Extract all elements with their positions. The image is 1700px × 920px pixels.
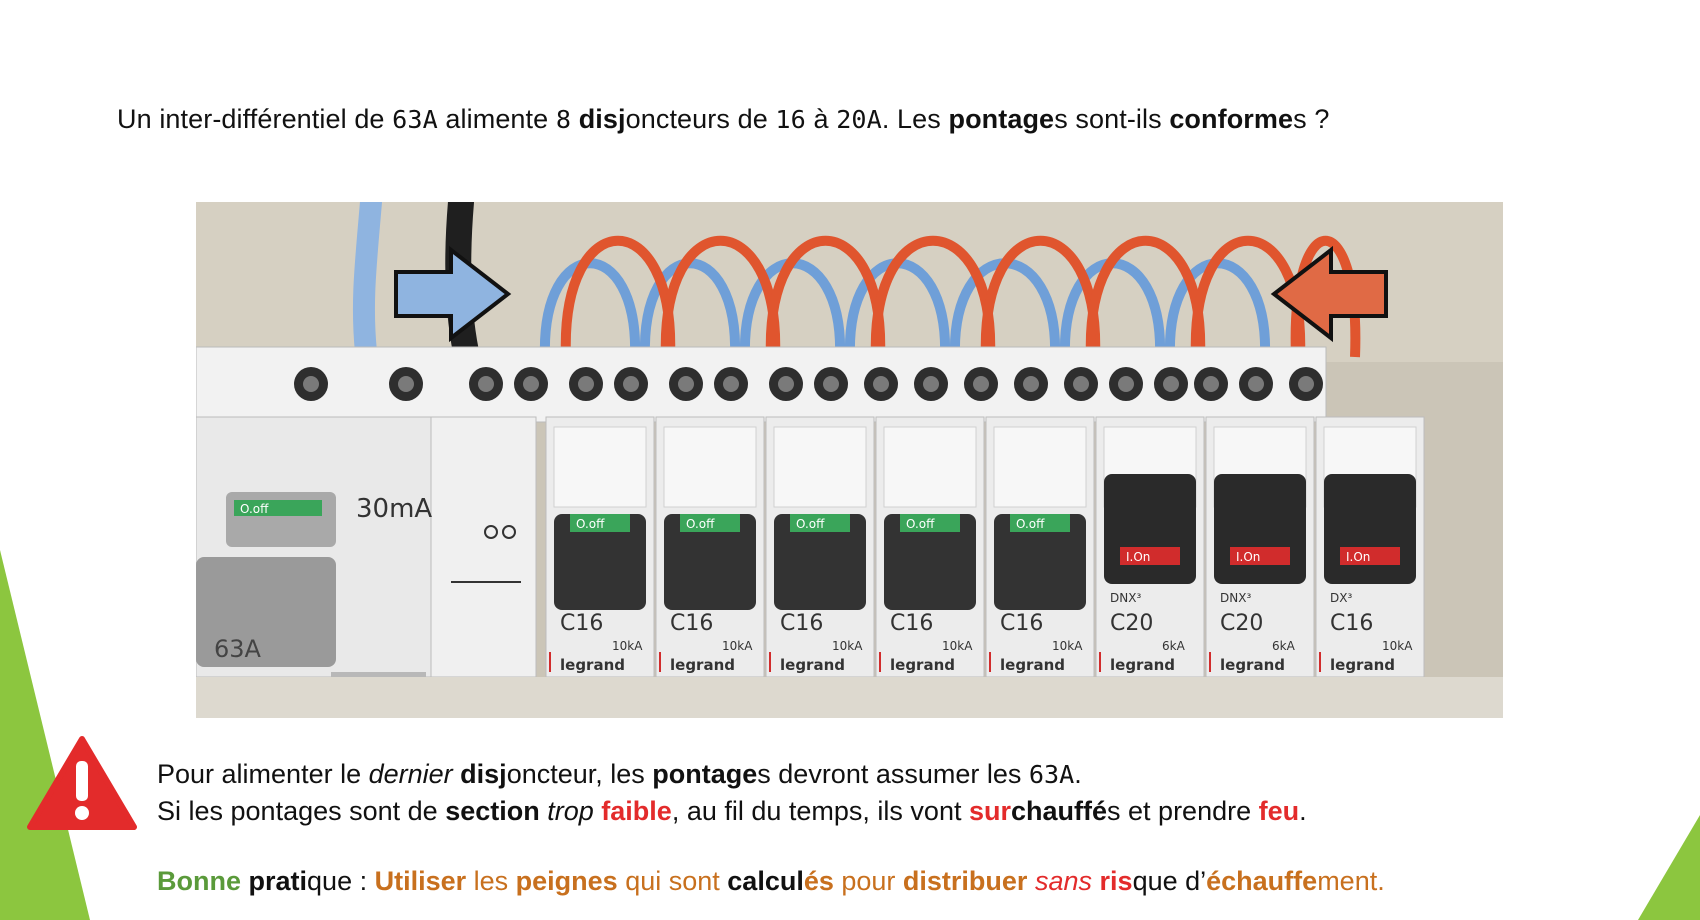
feed-cable-blue (352, 202, 382, 363)
breaker-rating: C16 (1000, 611, 1043, 636)
terminal-screw-head (778, 376, 794, 392)
breaker-series: DNX³ (1110, 591, 1141, 605)
breaker-handle-indicator (570, 514, 630, 532)
breaker-brand: legrand (1110, 656, 1175, 674)
question-text: Un inter-différentiel de 63A alimente 8 … (117, 104, 1330, 134)
breaker-handle (664, 514, 756, 610)
terminal-screw-head (723, 376, 739, 392)
breaker-handle-indicator (790, 514, 850, 532)
terminal-screw-head (523, 376, 539, 392)
breaker-handle (1214, 474, 1306, 584)
terminal-screw-head (923, 376, 939, 392)
breaker-rating: C16 (1330, 611, 1373, 636)
breaker-handle-indicator (1120, 547, 1180, 565)
rcd-handle-indicator (234, 500, 322, 516)
rcd-diagram-node (484, 525, 498, 539)
breaker-handle-indicator (1230, 547, 1290, 565)
breaker-handle-indicator (680, 514, 740, 532)
terminal-screw-head (1248, 376, 1264, 392)
terminal-screw-head (823, 376, 839, 392)
terminal-screw-head (478, 376, 494, 392)
terminal-screw-head (1163, 376, 1179, 392)
breaker-capacity: 10kA (1052, 639, 1083, 653)
breaker-cover (663, 426, 757, 508)
breaker-brand: legrand (1330, 656, 1395, 674)
breaker-brand: legrand (890, 656, 955, 674)
terminal-screw-head (578, 376, 594, 392)
terminal-screw-head (623, 376, 639, 392)
terminal-screw-head (973, 376, 989, 392)
breaker-handle (554, 514, 646, 610)
breaker-handle (1324, 474, 1416, 584)
rcd-lever (196, 557, 336, 667)
breaker-brand: legrand (780, 656, 845, 674)
terminal-screw-head (873, 376, 889, 392)
breaker-rating: C16 (670, 611, 713, 636)
breaker-handle-label: O.off (1016, 517, 1045, 531)
breaker-handle-label: O.off (576, 517, 605, 531)
breaker-cover (883, 426, 977, 508)
breaker-capacity: 6kA (1162, 639, 1186, 653)
rcd-handle-label: O.off (240, 502, 269, 516)
breaker-series: DX³ (1330, 591, 1352, 605)
good-practice-tip: Bonne pratique : Utiliser les peignes qu… (157, 866, 1385, 896)
warning-triangle-icon (27, 736, 137, 830)
orange-arrow-icon (1270, 245, 1388, 343)
terminal-screw-head (1298, 376, 1314, 392)
breaker-capacity: 10kA (942, 639, 973, 653)
breaker-handle-label: O.off (906, 517, 935, 531)
breaker-cover (993, 426, 1087, 508)
breaker-cover (553, 426, 647, 508)
breaker-handle (884, 514, 976, 610)
rcd-diagram-node (502, 525, 516, 539)
breaker-rating: C20 (1220, 611, 1263, 636)
terminal-screw-head (398, 376, 414, 392)
breaker-handle-indicator (1010, 514, 1070, 532)
terminal-screw-head (1203, 376, 1219, 392)
breaker-brand: legrand (670, 656, 735, 674)
breaker-handle-label: I.On (1346, 550, 1370, 564)
breaker-handle-label: O.off (796, 517, 825, 531)
breaker-handle (774, 514, 866, 610)
green-corner-decoration-left (0, 550, 90, 920)
terminal-screw-head (1118, 376, 1134, 392)
terminal-screw-head (1023, 376, 1039, 392)
breaker-rating: C20 (1110, 611, 1153, 636)
breaker-handle (1104, 474, 1196, 584)
breaker-capacity: 10kA (612, 639, 643, 653)
breaker-series: DNX³ (1220, 591, 1251, 605)
terminal-screw-head (678, 376, 694, 392)
breaker-capacity: 10kA (722, 639, 753, 653)
rcd-sensitivity: 30mA (356, 494, 432, 524)
breaker-handle (994, 514, 1086, 610)
terminal-screw-head (303, 376, 319, 392)
blue-arrow-icon (394, 245, 512, 343)
breaker-brand: legrand (1220, 656, 1285, 674)
breaker-rating: C16 (890, 611, 933, 636)
breaker-handle-label: I.On (1236, 550, 1260, 564)
explanation-line-1: Pour alimenter le dernier disjoncteur, l… (157, 759, 1082, 789)
breaker-brand: legrand (560, 656, 625, 674)
breaker-handle-label: O.off (686, 517, 715, 531)
breaker-capacity: 10kA (832, 639, 863, 653)
rcd-rating: 63A (214, 635, 262, 663)
breaker-rating: C16 (560, 611, 603, 636)
panel-rail (196, 677, 1503, 718)
breaker-cover (773, 426, 867, 508)
breaker-handle-indicator (1340, 547, 1400, 565)
terminal-screw-head (1073, 376, 1089, 392)
rcd-test-module (430, 416, 537, 678)
breaker-rating: C16 (780, 611, 823, 636)
green-corner-decoration-right (1638, 815, 1700, 920)
breaker-handle-label: I.On (1126, 550, 1150, 564)
explanation-line-2: Si les pontages sont de section trop fai… (157, 796, 1307, 826)
breaker-capacity: 6kA (1272, 639, 1296, 653)
breaker-capacity: 10kA (1382, 639, 1413, 653)
breaker-brand: legrand (1000, 656, 1065, 674)
electrical-panel-photo: O.off30mA63AlegrandTO.offC1610kAlegrandO… (196, 202, 1503, 718)
breaker-handle-indicator (900, 514, 960, 532)
